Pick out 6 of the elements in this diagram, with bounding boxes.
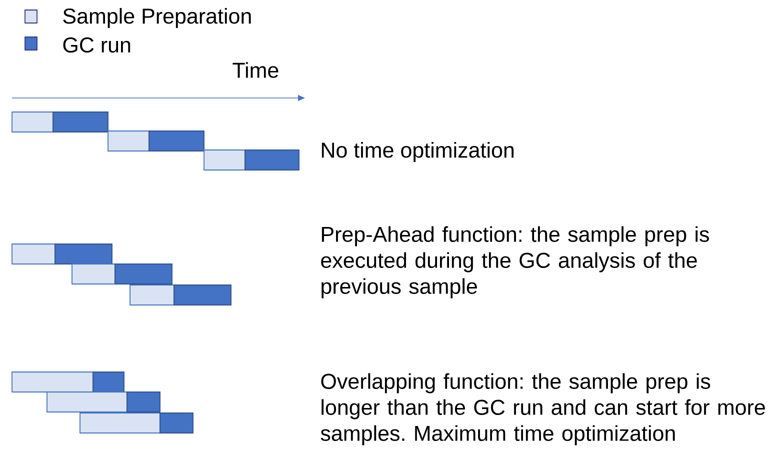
- legend-label: GC run: [63, 37, 130, 53]
- description-text: No time optimization: [322, 142, 514, 162]
- axis-label: Time: [232, 62, 278, 78]
- legend-label: Sample Preparation: [63, 8, 251, 28]
- description-text: Overlapping function: the sample prep is longer than the GC run and can start for more samples. Maximum time optimization: [320, 373, 765, 446]
- description-text: Prep-Ahead function: the sample prep is executed during the GC analysis of the previous sample: [321, 226, 709, 298]
